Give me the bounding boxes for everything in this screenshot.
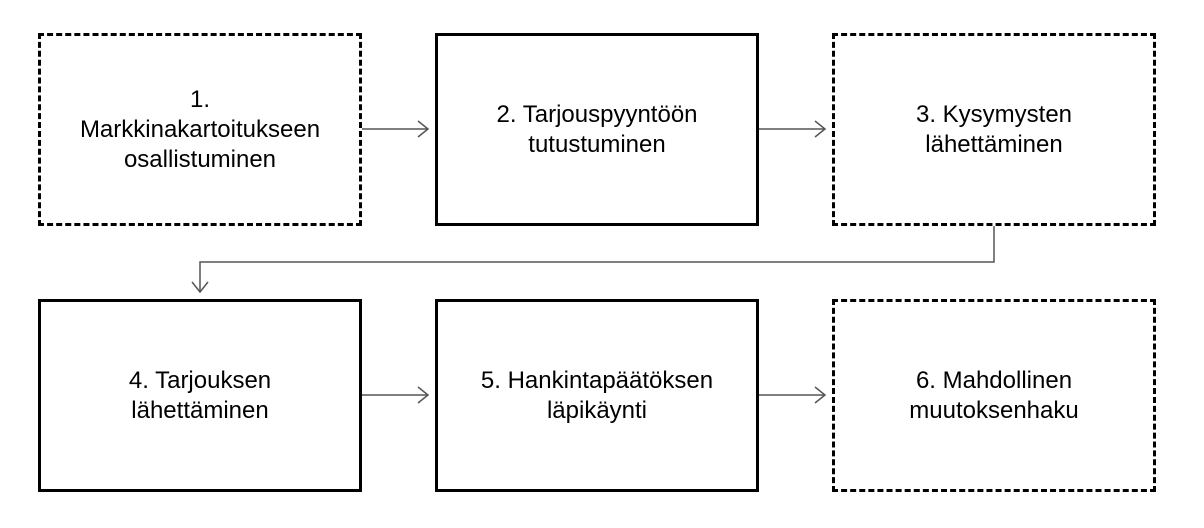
step-2-label: 2. Tarjouspyyntöön tutustuminen [496, 100, 698, 158]
connector-5-to-6 [759, 386, 827, 404]
step-6-possible-appeal: 6. Mahdollinen muutoksenhaku [832, 299, 1156, 492]
step-5-label: 5. Hankintapäätöksen läpikäynti [480, 366, 714, 424]
connector-1-to-2 [362, 120, 430, 138]
step-6-label: 6. Mahdollinen muutoksenhaku [909, 366, 1079, 424]
step-5-procurement-decision-review: 5. Hankintapäätöksen läpikäynti [435, 299, 759, 492]
step-4-label: 4. Tarjouksen lähettäminen [128, 366, 272, 424]
step-2-rfq-review: 2. Tarjouspyyntöön tutustuminen [435, 33, 759, 226]
connector-2-to-3 [759, 120, 827, 138]
step-3-label: 3. Kysymysten lähettäminen [915, 100, 1073, 158]
step-3-send-questions: 3. Kysymysten lähettäminen [832, 33, 1156, 226]
step-4-send-offer: 4. Tarjouksen lähettäminen [38, 299, 362, 492]
step-1-label: 1. Markkinakartoitukseen osallistuminen [79, 85, 321, 173]
step-1-market-survey-participation: 1. Markkinakartoitukseen osallistuminen [38, 33, 362, 226]
connector-4-to-5 [362, 386, 430, 404]
connector-3-to-4 [191, 226, 995, 294]
